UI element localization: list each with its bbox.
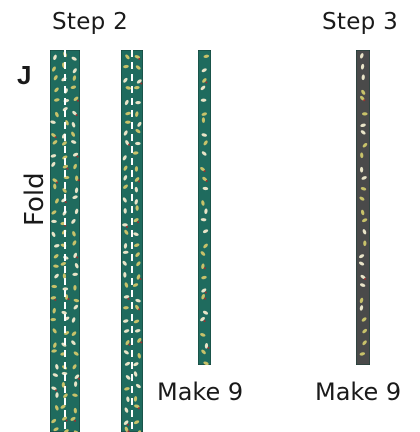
step2-strip-open-2-fabric (121, 50, 143, 432)
make-count-right: Make 9 (315, 378, 402, 406)
step2-strip-folded-fabric (198, 50, 211, 365)
step2-strip-open-2 (121, 50, 143, 432)
step-2-label: Step 2 (52, 9, 129, 35)
step3-strip-folded (356, 50, 370, 365)
step2-strip-folded (198, 50, 211, 365)
step2-strip-open-1 (50, 50, 80, 432)
fold-label: Fold (20, 172, 50, 226)
piece-letter: J (17, 60, 32, 90)
step-3-label: Step 3 (322, 9, 399, 35)
make-count-left: Make 9 (157, 378, 244, 406)
step3-strip-folded-fabric (356, 50, 370, 365)
step2-strip-open-1-fabric (50, 50, 80, 432)
